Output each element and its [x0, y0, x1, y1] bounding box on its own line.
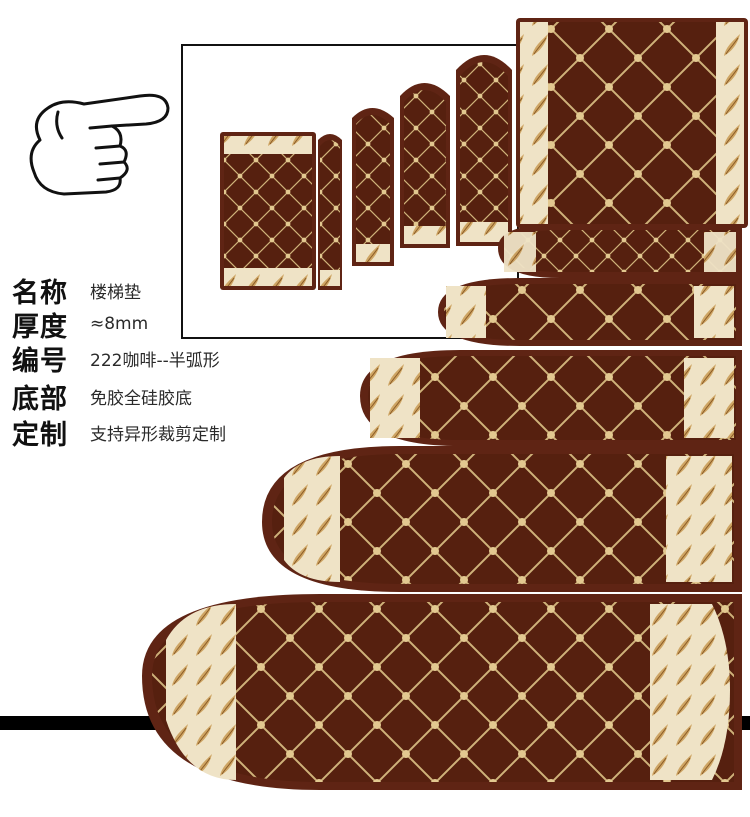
spec-row-thickness: 厚度 ≈8mm	[12, 306, 149, 343]
spec-label-name: 名称	[12, 277, 68, 309]
spec-row-model: 编号 222咖啡--半弧形	[12, 340, 220, 377]
spec-value-custom: 支持异形裁剪定制	[90, 424, 226, 445]
spec-row-custom: 定制 支持异形裁剪定制	[12, 414, 226, 451]
spec-value-model: 222咖啡--半弧形	[90, 350, 220, 371]
spec-value-bottom: 免胶全硅胶底	[90, 388, 192, 409]
mat-small-arc-4	[456, 55, 512, 246]
mat-small-arc-3	[400, 83, 450, 248]
spec-value-thickness: ≈8mm	[90, 314, 149, 334]
mat-small-rect	[220, 132, 316, 290]
spec-row-name: 名称 楼梯垫	[12, 272, 141, 309]
spec-label-bottom: 底部	[12, 383, 68, 415]
pointing-hand-icon	[29, 93, 170, 196]
mat-small-arc-2	[352, 108, 394, 266]
mat-arc-step-2	[438, 278, 742, 346]
mat-arc-step-3	[360, 350, 742, 446]
spec-row-bottom: 底部 免胶全硅胶底	[12, 378, 192, 415]
spec-value-name: 楼梯垫	[90, 282, 141, 303]
mat-arc-step-1	[498, 224, 742, 278]
spec-label-custom: 定制	[12, 419, 68, 451]
mat-small-arc-1	[318, 134, 342, 290]
mat-arc-step-5	[142, 594, 742, 790]
mat-square-large	[516, 18, 748, 228]
spec-label-model: 编号	[12, 345, 68, 377]
mat-arc-step-4	[262, 446, 742, 592]
spec-label-thickness: 厚度	[12, 311, 68, 343]
